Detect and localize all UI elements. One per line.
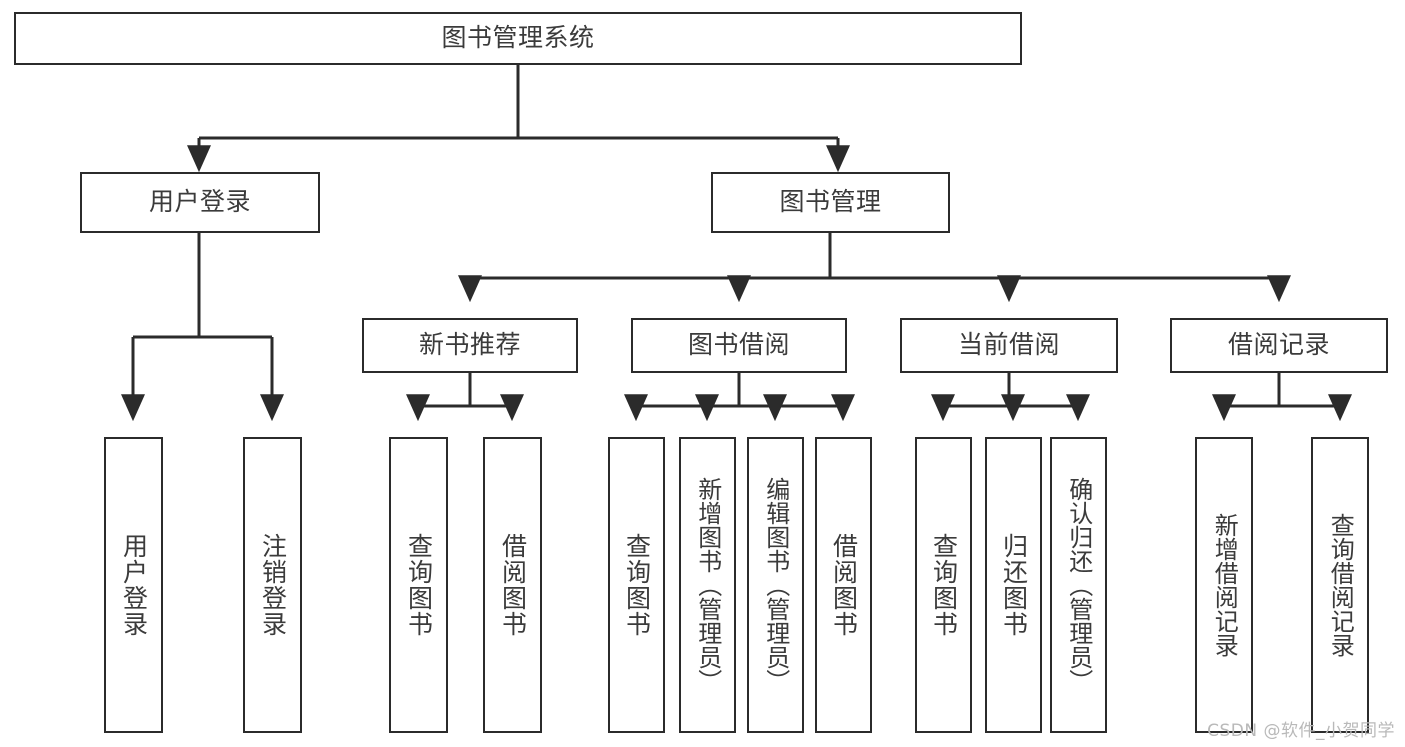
node-label: 图书借阅 bbox=[687, 330, 790, 360]
node-label: 借阅图书 bbox=[498, 533, 528, 637]
node-leaf-user-login[interactable]: 用户登录 bbox=[104, 437, 163, 733]
watermark-text: CSDN @软件_小贺同学 bbox=[1207, 721, 1395, 741]
node-label: 归还图书 bbox=[999, 533, 1029, 637]
node-current-borrow[interactable]: 当前借阅 bbox=[900, 318, 1118, 373]
node-label: 编辑图书（管理员） bbox=[761, 477, 790, 693]
node-label: 借阅图书 bbox=[829, 533, 859, 637]
node-leaf-confirm-return-admin[interactable]: 确认归还（管理员） bbox=[1050, 437, 1107, 733]
node-root-book-management-system[interactable]: 图书管理系统 bbox=[14, 12, 1022, 65]
node-label: 当前借阅 bbox=[957, 330, 1060, 360]
node-label: 查询借阅记录 bbox=[1326, 513, 1355, 657]
node-label: 新增借阅记录 bbox=[1210, 513, 1239, 657]
node-label: 新增图书（管理员） bbox=[693, 477, 722, 693]
node-label: 查询图书 bbox=[929, 533, 959, 637]
node-label: 注销登录 bbox=[258, 533, 288, 637]
node-leaf-return-book[interactable]: 归还图书 bbox=[985, 437, 1042, 733]
node-borrow-record[interactable]: 借阅记录 bbox=[1170, 318, 1388, 373]
node-leaf-edit-book-admin[interactable]: 编辑图书（管理员） bbox=[747, 437, 804, 733]
node-leaf-add-borrow-record[interactable]: 新增借阅记录 bbox=[1195, 437, 1253, 733]
node-leaf-query-book-recommend[interactable]: 查询图书 bbox=[389, 437, 448, 733]
node-label: 借阅记录 bbox=[1227, 330, 1330, 360]
node-label: 新书推荐 bbox=[418, 330, 521, 360]
node-label: 查询图书 bbox=[404, 533, 434, 637]
node-label: 图书管理 bbox=[779, 187, 882, 217]
node-leaf-query-book-borrow[interactable]: 查询图书 bbox=[608, 437, 665, 733]
node-user-login[interactable]: 用户登录 bbox=[80, 172, 320, 233]
node-leaf-borrow-book-recommend[interactable]: 借阅图书 bbox=[483, 437, 542, 733]
node-leaf-logout[interactable]: 注销登录 bbox=[243, 437, 302, 733]
node-leaf-query-borrow-record[interactable]: 查询借阅记录 bbox=[1311, 437, 1369, 733]
node-leaf-add-book-admin[interactable]: 新增图书（管理员） bbox=[679, 437, 736, 733]
node-new-book-recommend[interactable]: 新书推荐 bbox=[362, 318, 578, 373]
node-label: 查询图书 bbox=[622, 533, 652, 637]
node-label: 确认归还（管理员） bbox=[1064, 477, 1093, 693]
node-leaf-query-book-current[interactable]: 查询图书 bbox=[915, 437, 972, 733]
node-leaf-borrow-book[interactable]: 借阅图书 bbox=[815, 437, 872, 733]
node-label: 用户登录 bbox=[148, 187, 251, 217]
node-book-borrow[interactable]: 图书借阅 bbox=[631, 318, 847, 373]
node-book-management[interactable]: 图书管理 bbox=[711, 172, 950, 233]
node-label: 图书管理系统 bbox=[441, 23, 595, 53]
node-label: 用户登录 bbox=[119, 533, 149, 637]
